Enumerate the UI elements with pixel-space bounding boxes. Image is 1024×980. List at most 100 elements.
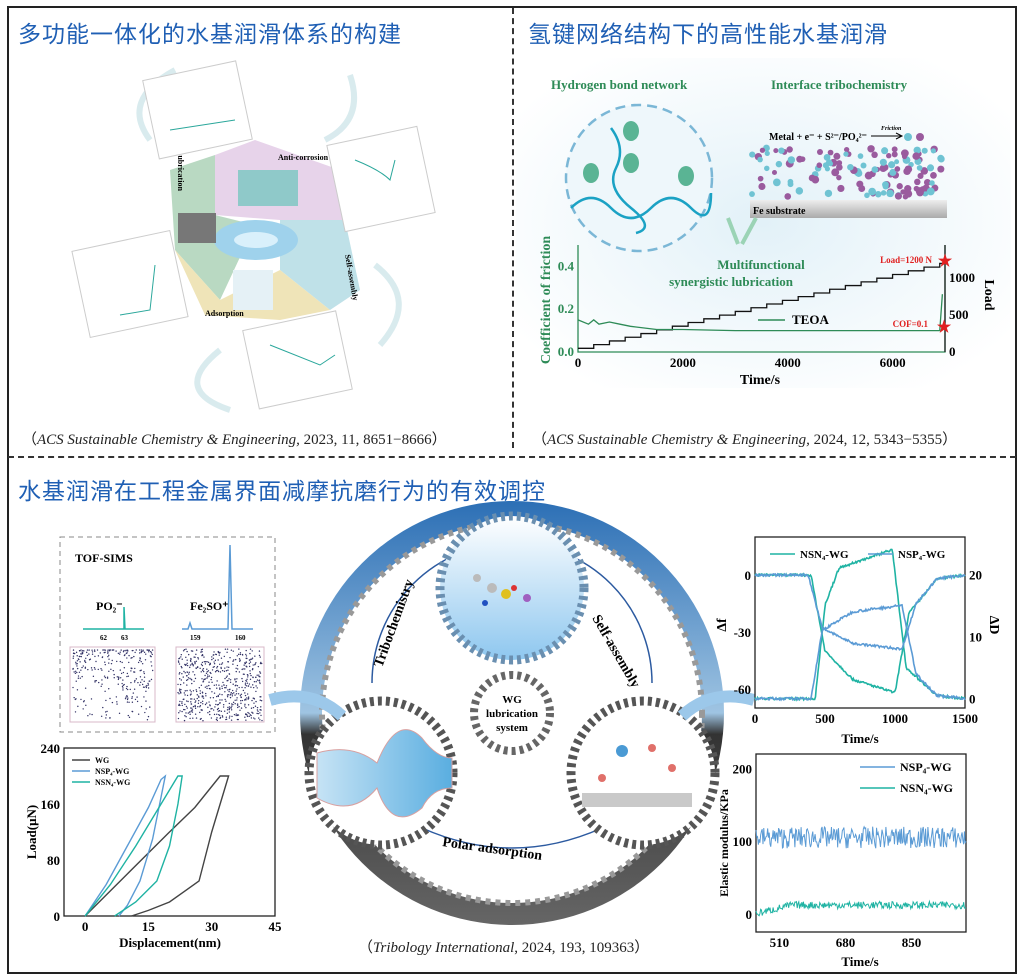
ion-dot xyxy=(131,710,133,713)
ion-dot xyxy=(100,685,102,688)
ion-dot xyxy=(257,712,259,715)
molecule xyxy=(623,121,639,141)
ion-dot xyxy=(239,694,242,696)
center-label: system xyxy=(496,722,528,734)
particle xyxy=(894,192,902,200)
ion-dot xyxy=(75,651,78,654)
ion-dot xyxy=(142,650,144,652)
particle xyxy=(857,153,864,159)
ion-dot xyxy=(218,652,221,654)
ion-dot xyxy=(117,678,120,681)
ion-dot xyxy=(244,662,247,665)
particle xyxy=(858,185,866,193)
ion-dot xyxy=(91,649,93,651)
ion-dot xyxy=(184,694,186,696)
ion-dot xyxy=(234,702,236,705)
ion-dot xyxy=(238,648,240,650)
ion-dot xyxy=(184,690,186,692)
particle xyxy=(864,171,873,180)
ion-dot xyxy=(217,710,220,712)
ion-dot xyxy=(149,680,151,682)
ion-dot xyxy=(215,684,218,686)
curved-arrow-icon xyxy=(677,690,756,721)
ion-dot xyxy=(194,701,196,704)
ion-dot xyxy=(249,678,252,681)
ion-dot xyxy=(257,665,260,668)
particle xyxy=(900,189,906,195)
ion-dot xyxy=(134,667,136,670)
ion-dot xyxy=(244,703,246,706)
ion-dot xyxy=(85,651,88,654)
ion-dot xyxy=(241,653,244,656)
multifunctional-diagram: Lubrication Anti-corrosion Self-assembly… xyxy=(71,60,436,413)
ion-dot xyxy=(76,689,79,691)
plot-frame xyxy=(755,753,967,933)
ion-dot xyxy=(134,651,136,654)
ion-dot xyxy=(143,676,146,678)
ion-dot xyxy=(231,695,234,697)
ion-dot xyxy=(193,656,195,658)
ion-dot xyxy=(181,672,183,675)
ion-dot xyxy=(259,699,261,701)
ion-dot xyxy=(131,697,133,700)
ion-dot xyxy=(259,656,261,658)
ion-dot xyxy=(231,705,233,707)
ion-dot xyxy=(214,659,217,662)
ion-dot xyxy=(260,661,262,664)
ion-dot xyxy=(228,711,231,713)
ion-dot xyxy=(231,703,233,705)
ion-dot xyxy=(235,684,237,686)
ion-dot xyxy=(249,714,251,716)
ion-dot xyxy=(238,705,240,708)
ion-dot xyxy=(252,686,255,689)
ion-dot xyxy=(221,715,224,717)
particle xyxy=(758,182,766,191)
ion-dot xyxy=(184,672,186,674)
ion-dot xyxy=(186,684,188,686)
ion-dot xyxy=(260,662,263,665)
ion-dot xyxy=(202,697,205,699)
ion-dot xyxy=(254,655,256,657)
ion-dot xyxy=(82,708,84,710)
ion-dot xyxy=(219,663,221,665)
ion-dot xyxy=(126,695,128,697)
ion-dot xyxy=(258,650,261,652)
mini-chart-cards xyxy=(71,60,436,410)
particle xyxy=(914,178,921,186)
ion-dot xyxy=(247,696,250,698)
fe2so-label: Fe₂SO⁺ xyxy=(190,599,229,613)
ion-dot xyxy=(75,680,77,682)
ion-dot xyxy=(94,655,96,658)
vertical-divider xyxy=(512,8,514,448)
ion-dot xyxy=(150,678,153,681)
ion-dot xyxy=(121,661,123,664)
ion-dot xyxy=(128,661,130,664)
ion-dot xyxy=(208,681,210,683)
ion-dot xyxy=(138,649,141,651)
ion-dot xyxy=(258,679,260,682)
ion-dot xyxy=(96,649,99,651)
substrate-label: Fe substrate xyxy=(753,206,806,217)
ion-dot xyxy=(98,681,100,684)
ion-dot xyxy=(252,706,255,709)
ion-dot xyxy=(259,671,261,673)
ion-dot xyxy=(250,658,252,661)
ion-dot xyxy=(240,702,242,705)
ion-dot xyxy=(112,669,115,672)
ion-dot xyxy=(245,706,247,709)
ion-dot xyxy=(186,664,189,667)
ion-dot xyxy=(182,650,185,652)
ion-dot xyxy=(237,693,240,695)
ion-dot xyxy=(240,707,243,709)
ion-dot xyxy=(195,717,198,719)
ion-dot xyxy=(230,691,232,694)
ion-dot xyxy=(227,694,229,696)
ion-dot xyxy=(226,709,229,711)
ion-dot xyxy=(190,693,192,695)
mini-chart-card xyxy=(326,125,436,233)
ion-dot xyxy=(244,668,246,670)
ion-dot xyxy=(246,682,249,684)
particle xyxy=(823,153,831,161)
ion-dot xyxy=(238,671,241,673)
particle xyxy=(843,151,849,157)
